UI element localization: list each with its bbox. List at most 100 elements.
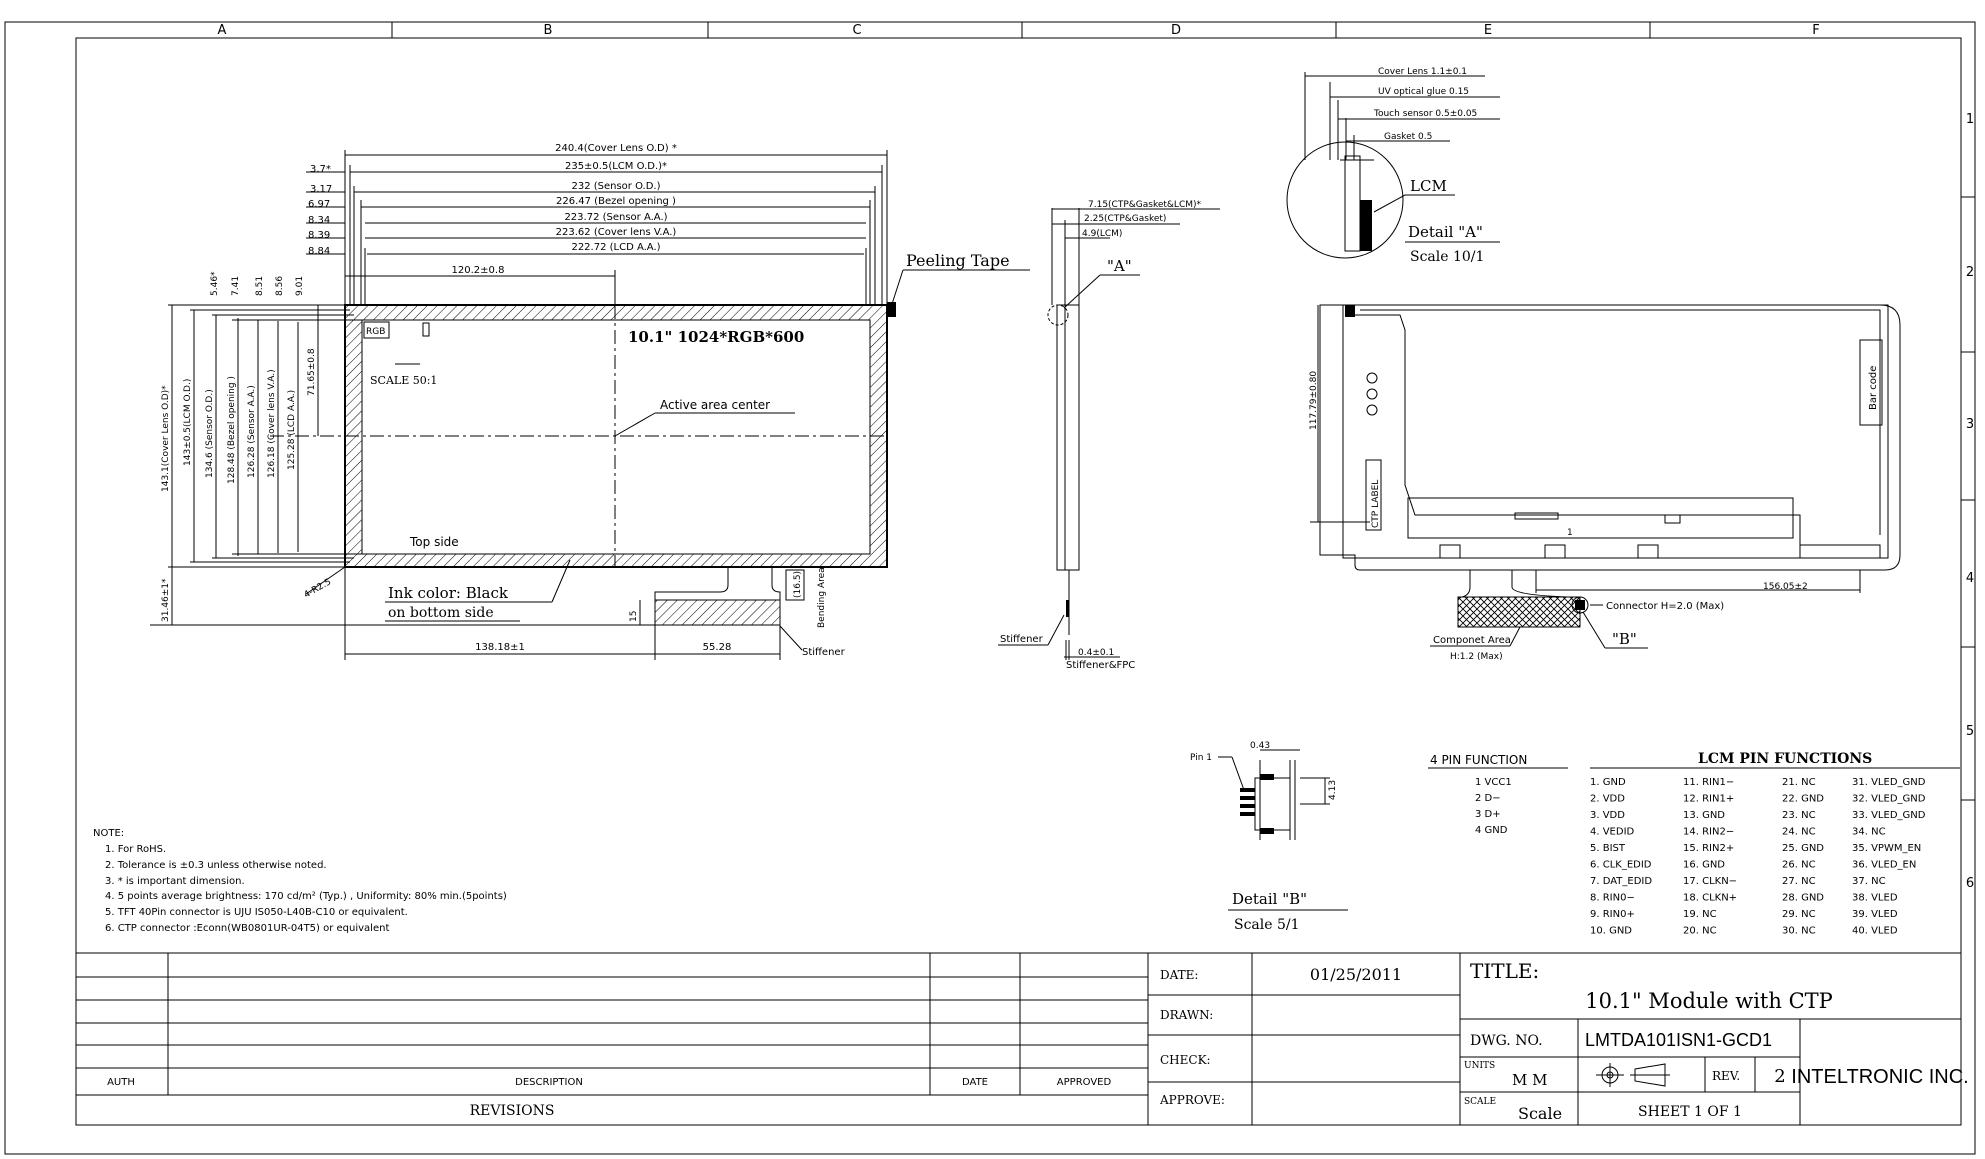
lcm-pin-entry: 4. VEDID bbox=[1590, 827, 1635, 838]
title-label: TITLE: bbox=[1470, 959, 1539, 983]
back-pin1-label: 1 bbox=[1567, 528, 1573, 538]
units-label: UNITS bbox=[1464, 1061, 1495, 1071]
ctp-label-box bbox=[1365, 459, 1382, 531]
pin4-item-3: 3 D+ bbox=[1475, 809, 1501, 820]
sheet-label: SHEET 1 OF 1 bbox=[1638, 1104, 1742, 1120]
dim-bezel-height: 128.48 (Bezel opening ) bbox=[227, 376, 237, 484]
stiffener-front-label: Stiffener bbox=[802, 647, 846, 658]
rev-label: REV. bbox=[1712, 1069, 1740, 1083]
side-lcm-thickness: 4.9(LCM) bbox=[1082, 229, 1122, 239]
lcm-pin-entry: 8. RIN0− bbox=[1590, 893, 1635, 904]
lcm-pin-entry: 27. NC bbox=[1782, 876, 1816, 887]
note-6: 6. CTP connector :Econn(WB0801UR-04T5) o… bbox=[105, 923, 389, 934]
side-profile bbox=[1056, 304, 1080, 571]
lcm-pin-entry: 6. CLK_EDID bbox=[1590, 860, 1652, 871]
lcm-pin-entry: 19. NC bbox=[1683, 909, 1717, 920]
back-fpc-length: 156.05±2 bbox=[1763, 582, 1808, 592]
connector-label: Connector H=2.0 (Max) bbox=[1606, 601, 1724, 612]
back-view: CTP LABEL Bar code 117.79±0.80 1 156.05±… bbox=[1309, 304, 1901, 662]
revisions-title: REVISIONS bbox=[470, 1103, 555, 1119]
note-3: 3. * is important dimension. bbox=[105, 876, 245, 887]
stiffener-front bbox=[654, 599, 781, 626]
dim-half-height: 71.65±0.8 bbox=[307, 348, 317, 396]
lcm-pin-entry: 12. RIN1+ bbox=[1683, 794, 1734, 805]
pin4-title: 4 PIN FUNCTION bbox=[1430, 753, 1527, 767]
dim-cover-lens-width: 240.4(Cover Lens O.D) * bbox=[555, 143, 677, 154]
notes-title: NOTE: bbox=[93, 828, 124, 839]
zone-col-f: F bbox=[1812, 23, 1819, 38]
dim-cover-va-width: 223.62 (Cover lens V.A.) bbox=[556, 227, 677, 238]
rev-value: 2 bbox=[1774, 1066, 1785, 1087]
zone-col-c: C bbox=[852, 23, 861, 38]
zone-col-a: A bbox=[218, 23, 227, 38]
ctp-label-text: CTP LABEL bbox=[1371, 480, 1381, 528]
dim-fpc-height: 15 bbox=[629, 611, 639, 622]
dim-cover-va-height: 126.18 (Cover lens V.A.) bbox=[267, 369, 277, 478]
top-offset-3: 8.51 bbox=[255, 276, 265, 296]
note-2: 2. Tolerance is ±0.3 unless otherwise no… bbox=[105, 860, 327, 871]
active-area bbox=[361, 319, 871, 555]
lcm-pin-entry: 14. RIN2− bbox=[1683, 827, 1734, 838]
detail-b-pitch: 0.43 bbox=[1250, 741, 1270, 751]
top-offset-1: 5.46* bbox=[210, 271, 220, 296]
detail-a-lcm-label: LCM bbox=[1410, 177, 1447, 195]
lcm-pin-entry: 15. RIN2+ bbox=[1683, 843, 1734, 854]
drawn-label: DRAWN: bbox=[1160, 1008, 1213, 1022]
lcm-pin-entry: 29. NC bbox=[1782, 909, 1816, 920]
component-height-label: H:1.2 (Max) bbox=[1450, 652, 1503, 662]
side-view: "A" 7.15(CTP&Gasket&LCM)* 2.25(CTP&Gaske… bbox=[998, 200, 1220, 671]
back-outline bbox=[1319, 304, 1901, 571]
layer-cover-lens: Cover Lens 1.1±0.1 bbox=[1378, 67, 1467, 77]
dwg-no-value: LMTDA101ISN1-GCD1 bbox=[1585, 1030, 1772, 1050]
scale-note: SCALE 50:1 bbox=[370, 374, 437, 387]
dim-sensor-width: 232 (Sensor O.D.) bbox=[571, 181, 660, 192]
bending-area-label: Bending Area bbox=[817, 567, 827, 628]
detail-b: Pin 1 0.43 4.13 Detail "B" Scale 5/1 bbox=[1190, 741, 1348, 933]
detail-b-circle bbox=[1571, 596, 1589, 614]
title-value: 10.1" Module with CTP bbox=[1585, 989, 1833, 1013]
inner-frame bbox=[75, 37, 1962, 1126]
approve-label: APPROVE: bbox=[1159, 1093, 1225, 1107]
rgb-pixel-callout bbox=[363, 321, 390, 339]
notes-block: NOTE: 1. For RoHS. 2. Tolerance is ±0.3 … bbox=[93, 828, 507, 934]
offset-label-5: 8.39 bbox=[308, 230, 330, 241]
lcm-pin-entry: 40. VLED bbox=[1852, 926, 1898, 937]
front-view: 240.4(Cover Lens O.D) * 235±0.5(LCM O.D.… bbox=[150, 143, 1030, 660]
top-offset-4: 8.56 bbox=[275, 276, 285, 296]
lcm-pin-entry: 25. GND bbox=[1782, 843, 1824, 854]
rev-col-approved: APPROVED bbox=[1057, 1077, 1112, 1088]
dim-half-width: 120.2±0.8 bbox=[452, 265, 505, 276]
title-block: DATE: 01/25/2011 DRAWN: CHECK: APPROVE: … bbox=[1148, 952, 1969, 1125]
active-center-label: Active area center bbox=[660, 398, 770, 412]
check-label: CHECK: bbox=[1160, 1053, 1211, 1067]
projection-symbol-icon bbox=[1596, 1063, 1670, 1087]
lcm-pin-entry: 9. RIN0+ bbox=[1590, 909, 1635, 920]
dim-sensor-aa-height: 126.28 (Sensor A.A.) bbox=[247, 385, 257, 478]
lcm-pin-entry: 5. BIST bbox=[1590, 843, 1626, 854]
pin4-function-table: 4 PIN FUNCTION 1 VCC1 2 D− 3 D+ 4 GND bbox=[1428, 753, 1568, 836]
dim-cover-lens-height: 143.1(Cover Lens O.D)* bbox=[161, 385, 171, 492]
dim-lcm-width: 235±0.5(LCM O.D.)* bbox=[565, 161, 667, 172]
zone-row-2: 2 bbox=[1966, 265, 1974, 280]
lcm-pin-entry: 21. NC bbox=[1782, 777, 1816, 788]
zone-col-d: D bbox=[1171, 23, 1181, 38]
peeling-tape bbox=[887, 302, 896, 317]
zone-row-1: 1 bbox=[1966, 112, 1974, 127]
outer-frame bbox=[4, 21, 1976, 1155]
zone-row-4: 4 bbox=[1966, 571, 1974, 586]
lcm-pin-entry: 30. NC bbox=[1782, 926, 1816, 937]
rev-col-date: DATE bbox=[962, 1077, 988, 1088]
side-stiffener-label: Stiffener bbox=[1000, 634, 1044, 645]
corner-radius-label: 4-R2.5 bbox=[303, 577, 334, 600]
side-fpc-thickness: 0.4±0.1 bbox=[1078, 648, 1114, 658]
revisions-table: AUTH DESCRIPTION DATE APPROVED REVISIONS bbox=[76, 952, 1460, 1125]
dim-sensor-aa-width: 223.72 (Sensor A.A.) bbox=[564, 212, 667, 223]
date-label: DATE: bbox=[1160, 968, 1198, 982]
lcm-pin-entry: 23. NC bbox=[1782, 810, 1816, 821]
component-area-label: Componet Area bbox=[1433, 635, 1511, 646]
resolution-label: 10.1" 1024*RGB*600 bbox=[628, 328, 804, 346]
lcm-pin-entry: 16. GND bbox=[1683, 860, 1725, 871]
lcm-pin-entry: 35. VPWM_EN bbox=[1852, 843, 1921, 854]
date-value: 01/25/2011 bbox=[1310, 965, 1402, 984]
